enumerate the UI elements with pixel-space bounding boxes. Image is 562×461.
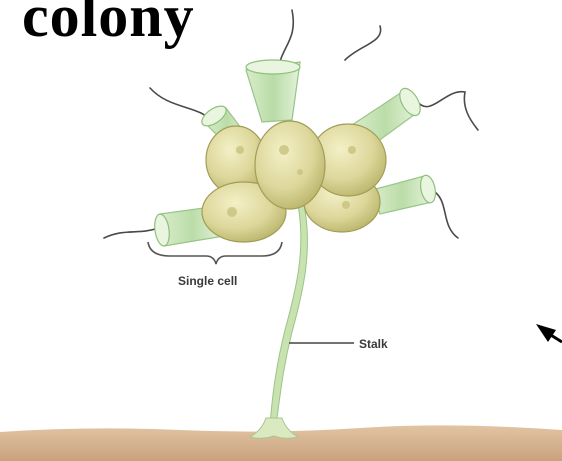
cell-center: [255, 121, 325, 209]
stalk-shape: [270, 205, 307, 425]
arrow-icon: [536, 324, 562, 342]
flagellum-left: [104, 228, 158, 238]
flagellum-upper-right: [345, 26, 381, 60]
stalk-holdfast: [250, 418, 298, 438]
single-cell-label: Single cell: [178, 274, 237, 288]
flagellum-upper-left: [150, 88, 212, 122]
stalk-label: Stalk: [359, 337, 388, 351]
flagellum-lower-right: [432, 190, 458, 238]
flagellum-right: [416, 92, 478, 130]
